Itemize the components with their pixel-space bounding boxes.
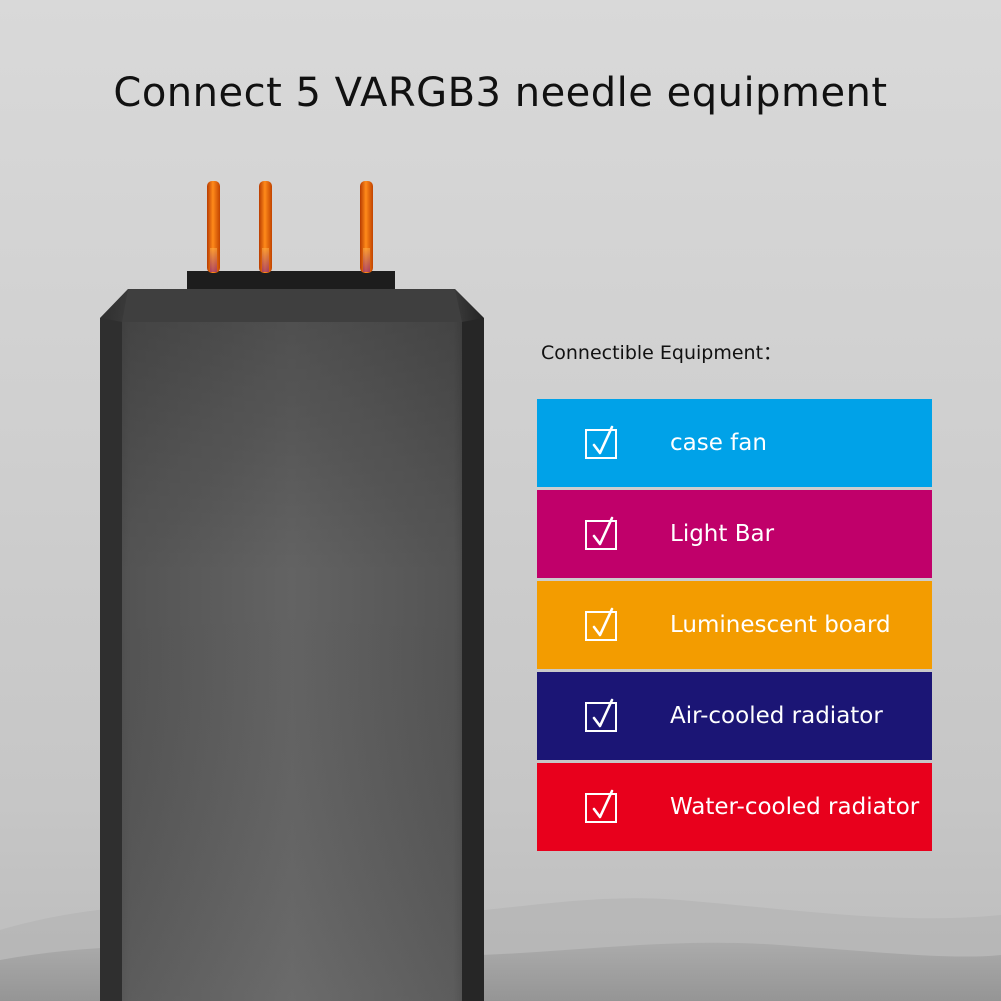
checkbox-checked-icon [585,789,617,823]
equipment-list: case fan Light Bar Luminescent board Air… [537,399,932,854]
equipment-item-luminescent-board: Luminescent board [537,581,932,669]
checkbox-checked-icon [585,698,617,732]
checkbox-checked-icon [585,607,617,641]
equipment-item-air-cooled-radiator: Air-cooled radiator [537,672,932,760]
equipment-label: Air-cooled radiator [670,703,883,729]
pin-2 [259,181,272,273]
equipment-item-light-bar: Light Bar [537,490,932,578]
section-label: Connectible Equipment： [541,342,783,364]
page-title: Connect 5 VARGB3 needle equipment [113,70,888,116]
pin-3 [360,181,373,273]
equipment-label: case fan [670,430,767,456]
equipment-item-case-fan: case fan [537,399,932,487]
checkbox-checked-icon [585,425,617,459]
equipment-label: Luminescent board [670,612,891,638]
equipment-item-water-cooled-radiator: Water-cooled radiator [537,763,932,851]
pin-1 [207,181,220,273]
equipment-label: Water-cooled radiator [670,794,920,820]
checkbox-checked-icon [585,516,617,550]
equipment-label: Light Bar [670,521,775,547]
